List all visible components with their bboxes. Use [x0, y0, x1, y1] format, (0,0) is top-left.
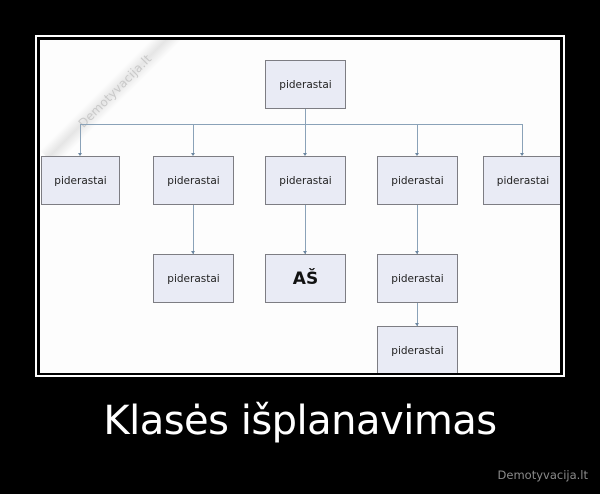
node-level1-2: piderastai — [265, 156, 346, 205]
node-level2-2: piderastai — [377, 254, 458, 303]
connector-l3-0 — [417, 303, 418, 326]
arrowhead — [78, 153, 82, 156]
arrowhead — [415, 251, 419, 254]
connector-l2-2 — [417, 205, 418, 254]
node-level1-1: piderastai — [153, 156, 234, 205]
connector-l2-1 — [305, 205, 306, 254]
arrowhead — [303, 153, 307, 156]
connector-root-down — [305, 108, 306, 125]
arrowhead — [415, 153, 419, 156]
connector-horizontal-bus — [80, 124, 523, 125]
connector-l1-0 — [80, 124, 81, 155]
site-watermark: Demotyvacija.lt — [497, 468, 588, 482]
connector-l1-2 — [305, 124, 306, 155]
poster-caption: Klasės išplanavimas — [103, 398, 497, 444]
node-level1-4: piderastai — [483, 156, 560, 205]
connector-l1-1 — [193, 124, 194, 155]
diagram-canvas: Demotyvacija.lt piderastai piderastai pi… — [40, 40, 560, 373]
arrowhead — [520, 153, 524, 156]
node-root: piderastai — [265, 60, 346, 109]
connector-l1-3 — [417, 124, 418, 155]
arrowhead — [191, 251, 195, 254]
node-level2-0: piderastai — [153, 254, 234, 303]
node-level1-0: piderastai — [41, 156, 120, 205]
node-level2-me: AŠ — [265, 254, 346, 303]
arrowhead — [191, 153, 195, 156]
node-level1-3: piderastai — [377, 156, 458, 205]
node-level3-0: piderastai — [377, 326, 458, 373]
watermark-ribbon: Demotyvacija.lt — [40, 40, 190, 166]
arrowhead — [303, 251, 307, 254]
connector-l2-0 — [193, 205, 194, 254]
arrowhead — [415, 323, 419, 326]
connector-l1-4 — [522, 124, 523, 155]
